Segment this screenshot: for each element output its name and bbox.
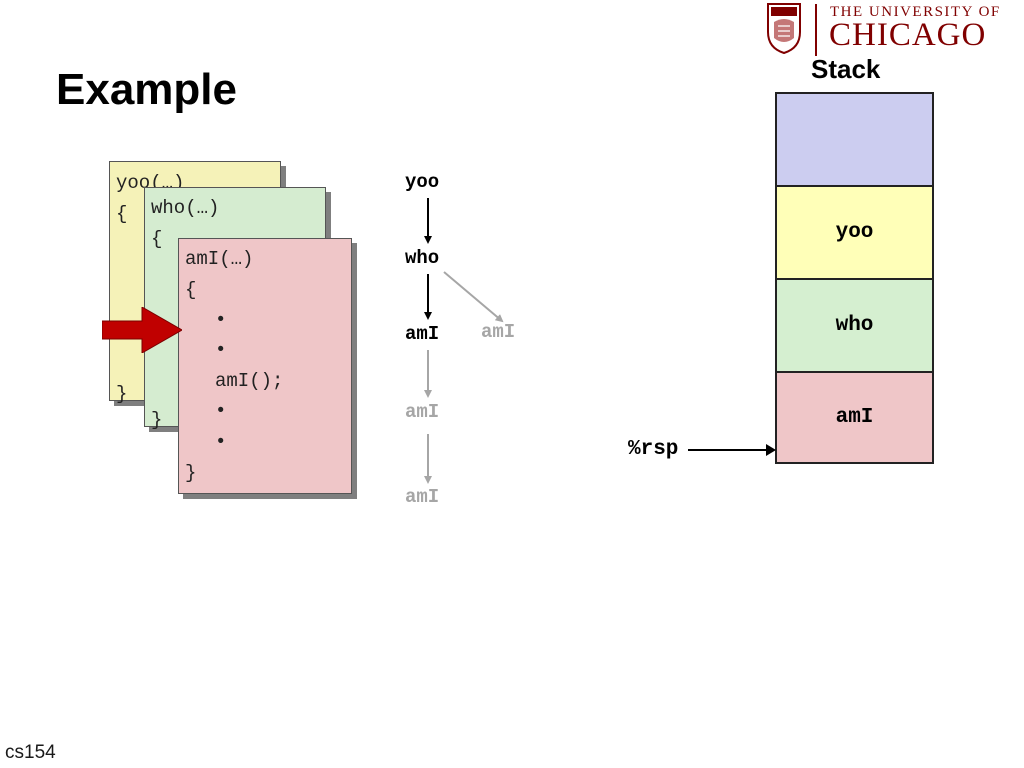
- code-line: who(…): [151, 197, 220, 219]
- code-line: •: [215, 431, 227, 453]
- code-line: }: [185, 462, 197, 484]
- code-line: {: [185, 279, 197, 301]
- call-tree-arrows: [424, 198, 504, 484]
- code-line: •: [215, 339, 227, 361]
- code-line: }: [116, 383, 128, 405]
- code-line: amI(…): [185, 248, 254, 270]
- logo-line-1: THE UNIVERSITY OF: [830, 4, 1001, 20]
- university-seal-icon: [767, 3, 801, 54]
- university-logo: THE UNIVERSITY OF CHICAGO: [766, 2, 1024, 56]
- stack-label: Stack: [811, 54, 881, 84]
- logo-line-2: CHICAGO: [829, 17, 987, 53]
- call-tree-node-ami: amI: [405, 323, 440, 345]
- stack-diagram: yoo who amI: [775, 92, 934, 464]
- logo-divider: [815, 4, 817, 56]
- slide-title: Example: [56, 65, 237, 114]
- call-tree-node-ami-future: amI: [405, 401, 440, 423]
- course-footer: cs154: [5, 742, 56, 763]
- code-line: •: [215, 400, 227, 422]
- code-line: }: [151, 409, 163, 431]
- call-tree-node-ami-future: amI: [405, 486, 440, 508]
- code-line: •: [215, 309, 227, 331]
- code-line: {: [116, 203, 128, 225]
- call-tree-node-who: who: [405, 247, 440, 269]
- stack-frame-yoo: yoo: [777, 187, 932, 280]
- call-tree-node-yoo: yoo: [405, 171, 440, 193]
- stack-frame-ami: amI: [777, 373, 932, 462]
- stack-frame-who: who: [777, 280, 932, 373]
- code-line: {: [151, 228, 163, 250]
- current-line-arrow-icon: [102, 307, 182, 353]
- stack-pointer-arrow-icon: [688, 444, 776, 456]
- code-frame-ami: amI(…) { • • amI(); • • }: [178, 238, 352, 494]
- stack-pointer-label: %rsp: [628, 438, 679, 461]
- code-line: amI();: [215, 370, 284, 392]
- call-tree-node-ami-future: amI: [481, 321, 516, 343]
- stack-frame-caller: [777, 94, 932, 187]
